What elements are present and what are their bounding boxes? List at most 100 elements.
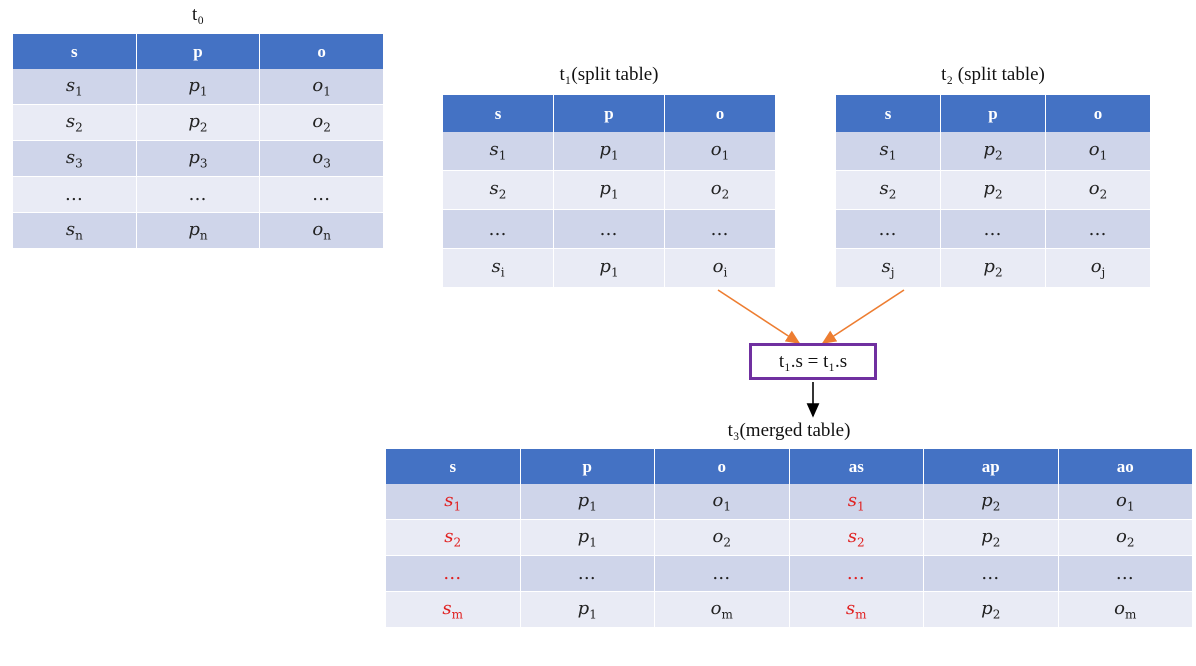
table-cell: o1 [664, 132, 776, 171]
table-cell: s2 [788, 519, 924, 556]
table-row: ……… [12, 176, 384, 213]
table-cell: s1 [788, 484, 924, 520]
table-cell: o3 [259, 140, 384, 177]
table-cell: … [385, 555, 521, 592]
column-header-s: s [12, 34, 137, 69]
table-cell: sm [385, 591, 521, 628]
column-header-o: o [259, 34, 384, 69]
column-header-o: o [1045, 95, 1151, 132]
table-cell: p1 [519, 591, 655, 628]
table-cell: s2 [12, 104, 137, 141]
column-header-s: s [385, 449, 521, 484]
table-row: ……… [835, 209, 1151, 249]
table-cell: s2 [442, 170, 554, 210]
table-cell: p2 [923, 591, 1059, 628]
table-cell: o1 [654, 484, 790, 520]
table-cell: … [519, 555, 655, 592]
table-row: ……………… [385, 555, 1193, 592]
table-cell: s1 [835, 132, 941, 171]
column-header-s: s [442, 95, 554, 132]
table-cell: p1 [553, 248, 665, 288]
arrow-t2-to-join [821, 289, 905, 344]
table-cell: p2 [940, 170, 1046, 210]
table-cell: si [442, 248, 554, 288]
caption-t1: t₁(split table) [559, 64, 659, 85]
table-cell: … [940, 209, 1046, 249]
table-cell: s1 [442, 132, 554, 171]
table-cell: p1 [519, 484, 655, 520]
table-cell: pn [135, 212, 261, 249]
column-header-p: p [135, 34, 261, 69]
table-cell: o2 [259, 104, 384, 141]
caption-t0: t₀ [192, 4, 204, 25]
caption-t2: t₂ (split table) [941, 64, 1045, 85]
column-header-ao: ao [1057, 449, 1193, 484]
table-cell: … [654, 555, 790, 592]
table-row: ……… [442, 209, 776, 249]
table-cell: p3 [135, 140, 261, 177]
table-cell: sn [12, 212, 137, 249]
table-cell: … [788, 555, 924, 592]
table-cell: on [259, 212, 384, 249]
table-cell: s2 [835, 170, 941, 210]
table-cell: … [923, 555, 1059, 592]
table-cell: p2 [923, 519, 1059, 556]
table-cell: o2 [664, 170, 776, 210]
caption-t3: t₃(merged table) [727, 420, 851, 441]
table-cell: sm [788, 591, 924, 628]
table-cell: p2 [940, 248, 1046, 288]
column-header-as: as [788, 449, 924, 484]
table-cell: o2 [654, 519, 790, 556]
table-cell: … [442, 209, 554, 249]
table-cell: p1 [553, 132, 665, 171]
table-cell: … [12, 176, 137, 213]
table-cell: p2 [940, 132, 1046, 171]
table-cell: p1 [519, 519, 655, 556]
table-cell: … [135, 176, 261, 213]
table-cell: … [553, 209, 665, 249]
table-cell: p1 [135, 69, 261, 105]
table-cell: … [664, 209, 776, 249]
join-condition-box: t₁.s = t₁.s [749, 343, 877, 380]
column-header-p: p [940, 95, 1046, 132]
table-cell: oj [1045, 248, 1151, 288]
table-cell: s3 [12, 140, 137, 177]
table-cell: om [654, 591, 790, 628]
column-header-ap: ap [923, 449, 1059, 484]
table-cell: p2 [923, 484, 1059, 520]
table-cell: o2 [1045, 170, 1151, 210]
column-header-p: p [519, 449, 655, 484]
table-cell: s1 [12, 69, 137, 105]
table-cell: s2 [385, 519, 521, 556]
table-cell: o1 [259, 69, 384, 105]
column-header-s: s [835, 95, 941, 132]
table-cell: o1 [1045, 132, 1151, 171]
arrow-t1-to-join [717, 289, 801, 344]
table-cell: om [1057, 591, 1193, 628]
column-header-p: p [553, 95, 665, 132]
table-cell: p2 [135, 104, 261, 141]
table-cell: sj [835, 248, 941, 288]
table-cell: … [259, 176, 384, 213]
column-header-o: o [654, 449, 790, 484]
table-cell: p1 [553, 170, 665, 210]
table-cell: oi [664, 248, 776, 288]
